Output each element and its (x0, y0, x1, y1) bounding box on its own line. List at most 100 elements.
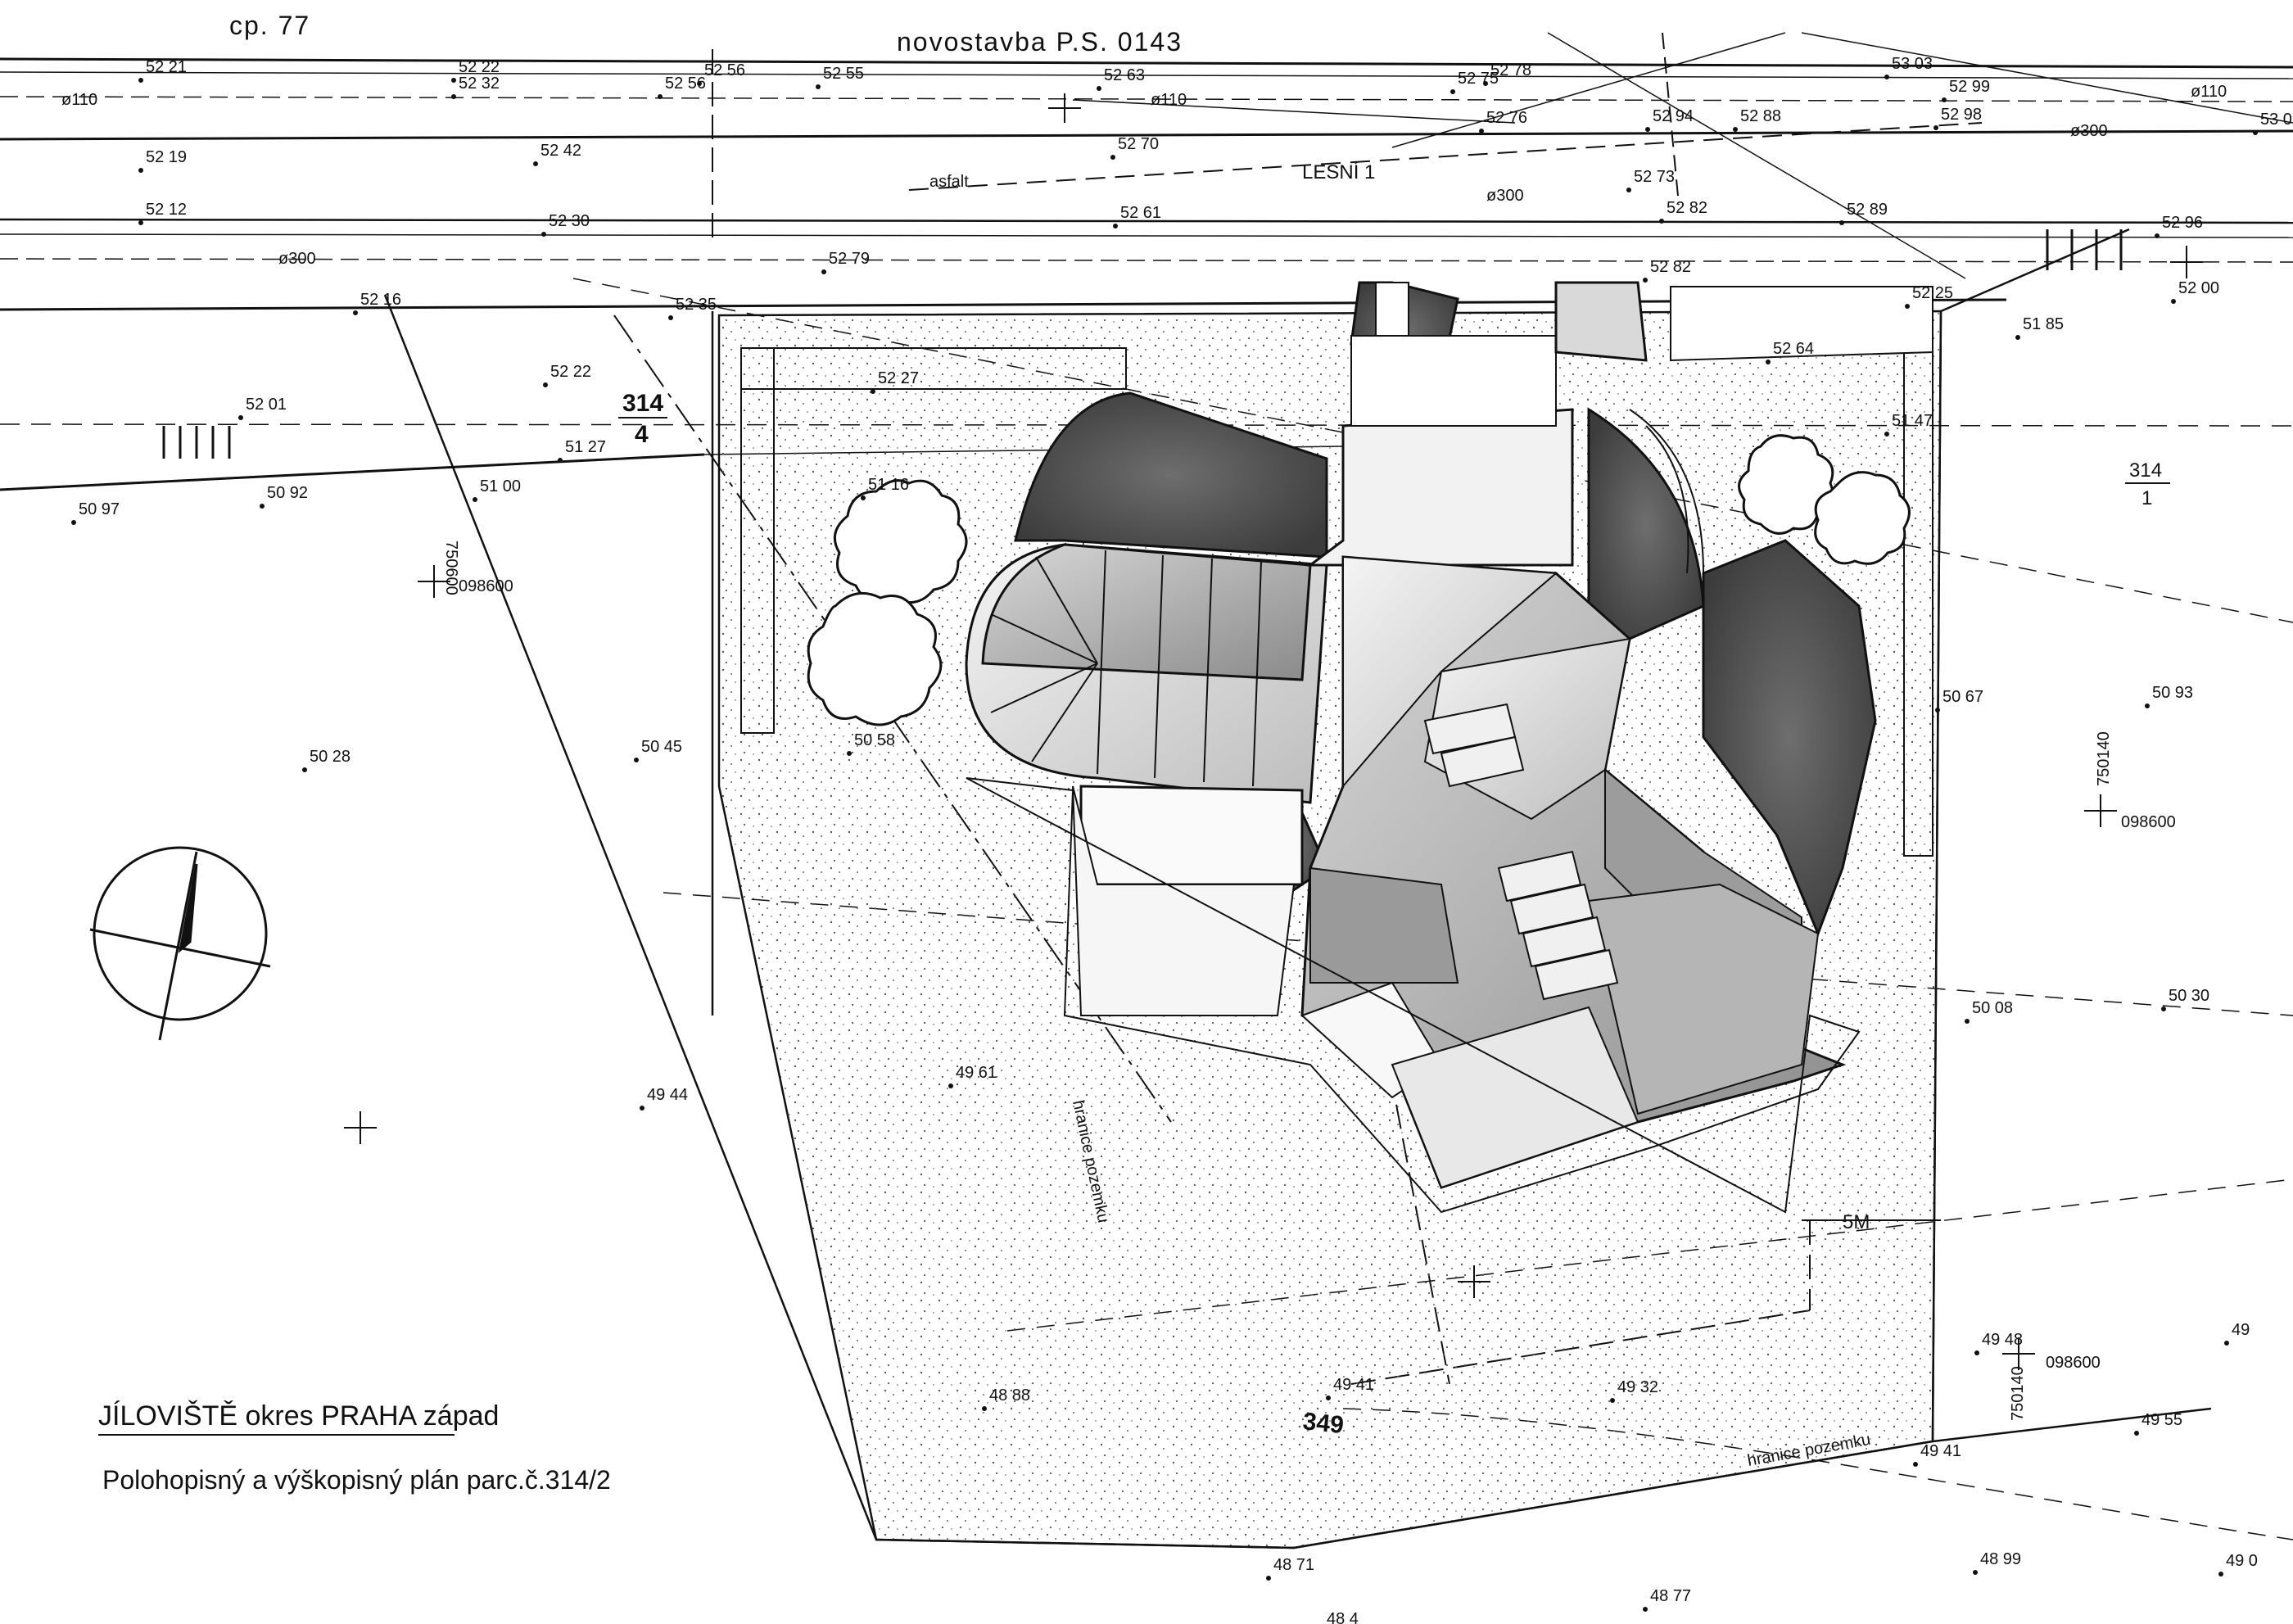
spot-height-dot (1905, 304, 1910, 309)
spot-height-dot (558, 458, 563, 463)
spot-height: 50 08 (1972, 999, 2013, 1017)
spot-height: 52 35 (676, 296, 717, 314)
spot-height: 52 56 (704, 61, 745, 79)
spot-height: 49 41 (1920, 1442, 1961, 1460)
spot-height-dot (353, 310, 358, 315)
spot-height-dot (1839, 220, 1844, 225)
spot-height: 52 61 (1120, 204, 1161, 222)
spot-height-dot (1974, 1350, 1979, 1355)
spot-height-dot (533, 161, 538, 166)
spot-height: 51 16 (868, 476, 909, 494)
caption-subtitle: Polohopisný a výškopisný plán parc.č.314… (102, 1465, 611, 1495)
spot-height-dot (1733, 127, 1738, 132)
spot-height: 52 22 (550, 363, 591, 381)
spot-height-dot (138, 78, 143, 83)
spot-height: 52 27 (878, 369, 919, 387)
spot-height-dot (871, 389, 875, 394)
spot-height: 52 25 (1912, 284, 1953, 302)
spot-height-dot (451, 78, 456, 83)
spot-height: 52 12 (146, 201, 187, 219)
spot-height: 52 30 (549, 212, 590, 230)
label-new-building: novostavba P.S. 0143 (897, 27, 1183, 57)
parcel-right-denominator: 1 (2141, 487, 2152, 509)
spot-height: 52 63 (1104, 66, 1145, 84)
spot-height: 49 0 (2226, 1552, 2258, 1570)
spot-height-dot (2224, 1341, 2229, 1346)
spot-height-dot (847, 751, 852, 756)
pipe-label: ø300 (278, 250, 316, 268)
pipe-label: ø110 (1151, 91, 1187, 109)
distance-mark: 5M (1843, 1211, 1870, 1233)
spot-height-dot (1479, 129, 1484, 133)
spot-height: 52 64 (1773, 340, 1814, 358)
coordinate-label: 098600 (459, 577, 513, 595)
spot-height: 52 01 (246, 396, 287, 414)
spot-height-dot (1266, 1576, 1271, 1581)
spot-height: 52 56 (665, 75, 706, 93)
coordinate-label: 750140 (2095, 731, 2113, 786)
spot-height: 52 82 (1667, 199, 1707, 217)
spot-height-dot (640, 1106, 644, 1111)
spot-height: 52 21 (146, 58, 187, 76)
spot-height-dot (1973, 1570, 1978, 1575)
spot-height-dot (1643, 278, 1648, 283)
spot-height-dot (982, 1406, 987, 1411)
spot-height-dot (2145, 703, 2150, 708)
spot-height-dot (451, 94, 456, 99)
spot-height: 50 93 (2152, 684, 2193, 702)
spot-height: 52 16 (360, 291, 401, 309)
spot-height: 50 58 (854, 731, 895, 749)
spot-height-dot (1645, 127, 1650, 132)
spot-height-dot (861, 495, 866, 500)
pipe-label: ø110 (61, 91, 97, 109)
coordinate-label: 750140 (2009, 1366, 2027, 1421)
spot-height-dot (668, 315, 673, 320)
spot-height: 50 28 (310, 748, 351, 766)
spot-height: 50 92 (267, 484, 308, 502)
spot-height: 48 4 (1327, 1610, 1359, 1624)
spot-height-dot (138, 220, 143, 225)
spot-height: 52 88 (1740, 107, 1781, 125)
spot-height: 49 32 (1617, 1378, 1658, 1396)
parcel-left-numerator: 314 (622, 390, 663, 417)
label-street-surface: asfalt (929, 173, 969, 191)
spot-height: 49 (2232, 1321, 2250, 1339)
spot-height: 48 88 (989, 1387, 1030, 1405)
spot-height-dot (948, 1083, 953, 1088)
spot-height-dot (1610, 1398, 1615, 1403)
label-street-name: LESNÍ 1 (1302, 161, 1375, 183)
spot-height-dot (1965, 1019, 1970, 1024)
spot-height: 49 48 (1982, 1331, 2023, 1349)
parcel-road: 349 (1301, 1408, 1345, 1439)
spot-height: 52 70 (1118, 135, 1159, 153)
spot-height-dot (1450, 89, 1455, 94)
spot-height: 52 98 (1941, 106, 1982, 124)
spot-height-dot (260, 504, 265, 509)
parcel-left-denominator: 4 (635, 421, 649, 448)
label-top-left-fragment: cp. 77 (229, 11, 310, 40)
spot-height-dot (1097, 86, 1101, 91)
street-lines (0, 32, 2293, 311)
spot-height-dot (302, 767, 307, 772)
spot-height-dot (138, 168, 143, 173)
spot-height-dot (1326, 1396, 1331, 1400)
spot-height: 52 19 (146, 148, 187, 166)
spot-height: 52 96 (2162, 214, 2203, 232)
spot-height-dot (2134, 1431, 2139, 1436)
north-arrow-icon (89, 846, 271, 1041)
spot-height: 49 55 (2141, 1411, 2182, 1429)
spot-height: 53 0 (2260, 111, 2292, 129)
spot-height: 49 41 (1333, 1376, 1374, 1394)
spot-height: 52 76 (1486, 109, 1527, 127)
spot-height: 52 22 (459, 58, 500, 76)
spot-height: 52 00 (2178, 279, 2219, 297)
caption-title: JÍLOVIŠTĚ okres PRAHA západ (98, 1400, 499, 1432)
spot-height: 52 79 (829, 250, 870, 268)
spot-height-dot (2015, 335, 2020, 340)
spot-height-dot (634, 758, 639, 762)
pipe-label: ø300 (1486, 187, 1524, 205)
spot-height: 48 77 (1650, 1587, 1691, 1605)
